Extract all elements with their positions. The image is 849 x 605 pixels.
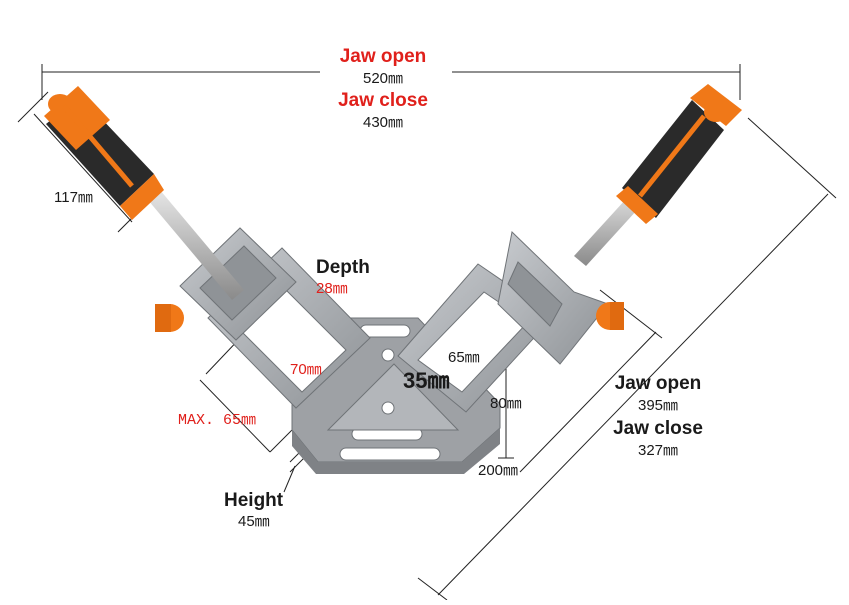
max-opening: MAX. 65㎜ (178, 412, 257, 429)
depth-label: Depth (316, 257, 370, 278)
left-handle (44, 86, 244, 300)
overall-jaw-close-value: 430㎜ (362, 114, 404, 131)
inner-width: 70㎜ (290, 361, 322, 378)
depth-value: 28㎜ (316, 280, 348, 297)
corner-width: 35㎜ (403, 368, 450, 393)
overall-jaw-open-label: Jaw open (339, 46, 427, 67)
handle-length: 117㎜ (54, 189, 93, 206)
right-arm (397, 230, 624, 413)
base-length: 200㎜ (478, 462, 519, 479)
height-value: 45㎜ (238, 513, 270, 530)
side-jaw-open-label: Jaw open (614, 373, 702, 394)
side-jaw-close-value: 327㎜ (637, 442, 679, 459)
right-handle (574, 84, 742, 266)
side-a-length: 65㎜ (448, 349, 480, 366)
side-jaw-open-value: 395㎜ (637, 397, 679, 414)
side-b-length: 80㎜ (490, 395, 522, 412)
side-jaw-close-label: Jaw close (613, 418, 703, 439)
overall-jaw-close-label: Jaw close (338, 90, 428, 111)
height-label: Height (224, 490, 284, 511)
overall-jaw-open-value: 520㎜ (362, 70, 404, 87)
